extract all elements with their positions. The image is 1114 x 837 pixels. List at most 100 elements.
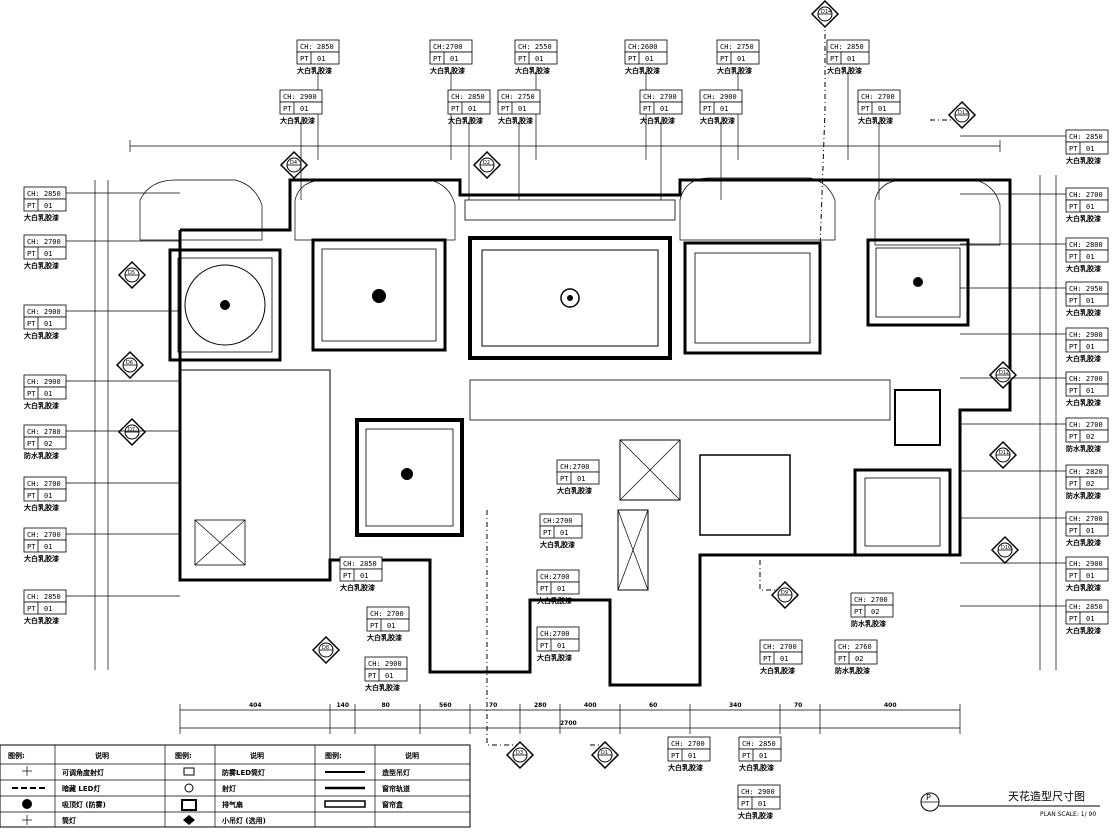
tag-label: 大白乳胶漆 — [498, 116, 533, 125]
bottom-dim: 400 — [884, 702, 897, 709]
svg-text:PT: PT — [1069, 572, 1078, 580]
section-marker: D4 — [279, 150, 309, 180]
bottom-dim: 400 — [584, 702, 597, 709]
bottom-dim: 70 — [489, 702, 497, 709]
tag-pt: 01 — [44, 543, 52, 551]
tag-pt: 02 — [855, 655, 863, 663]
svg-text:PT: PT — [27, 202, 36, 210]
tag-label: 大白乳胶漆 — [1066, 626, 1101, 635]
section-marker: D14 — [810, 0, 840, 29]
legend-item: 射灯 — [221, 784, 236, 793]
legend-header-6: 说明 — [405, 751, 419, 760]
legend-header-1: 图例: — [8, 751, 25, 760]
tag-label: 大白乳胶漆 — [625, 66, 660, 75]
tag-pt: 02 — [44, 440, 52, 448]
tag-pt: 01 — [560, 529, 568, 537]
tag-label: 大白乳胶漆 — [739, 763, 774, 772]
svg-text:PT: PT — [643, 105, 652, 113]
room-study — [683, 241, 822, 355]
tag-ch: CH: 2700 — [643, 93, 677, 101]
tag-label: 大白乳胶漆 — [717, 66, 752, 75]
legend-item: 防雾LED筒灯 — [222, 768, 265, 777]
svg-text:PT: PT — [1069, 253, 1078, 261]
tag-label: 大白乳胶漆 — [700, 116, 735, 125]
tag-ch: CH: 2900 — [741, 788, 775, 796]
room-center — [355, 418, 464, 537]
svg-text:PT: PT — [27, 320, 36, 328]
legend-item: 小吊灯 (选用) — [221, 816, 266, 825]
left-dimension-line — [94, 180, 109, 670]
tag-label: 防水乳胶漆 — [24, 451, 59, 460]
tag-pt: 01 — [737, 55, 745, 63]
svg-text:PT: PT — [283, 105, 292, 113]
tag-pt: 01 — [557, 642, 565, 650]
tag-ch: CH: 2850 — [343, 560, 377, 568]
title-block: P 天花造型尺寸图 PLAN SCALE: 1/ 90 — [920, 789, 1100, 818]
top-dimension-line — [129, 140, 1001, 152]
title-symbol: P — [926, 793, 931, 802]
tag-ch: CH: 2900 — [27, 378, 61, 386]
legend-item: 筒灯 — [62, 816, 76, 825]
tag-pt: 01 — [688, 752, 696, 760]
section-marker: D12 — [988, 360, 1018, 390]
tag-ch: CH: 2850 — [1069, 603, 1103, 611]
tag-pt: 01 — [300, 105, 308, 113]
bottom-dim: 80 — [382, 702, 390, 709]
bottom-dim: 280 — [534, 702, 547, 709]
tag-pt: 01 — [1086, 615, 1094, 623]
drawing-scale: PLAN SCALE: 1/ 90 — [1040, 811, 1096, 818]
tag-ch: CH: 2900 — [703, 93, 737, 101]
tag-ch: CH: 2750 — [720, 43, 754, 51]
tag-label: 大白乳胶漆 — [1066, 398, 1101, 407]
tag-pt: 01 — [385, 672, 393, 680]
tag-label: 大白乳胶漆 — [1066, 264, 1101, 273]
svg-text:PT: PT — [1069, 343, 1078, 351]
tag-label: 大白乳胶漆 — [515, 66, 550, 75]
tag-pt: 01 — [44, 492, 52, 500]
legend-header-4: 说明 — [250, 751, 264, 760]
svg-text:PT: PT — [560, 475, 569, 483]
tag-label: 大白乳胶漆 — [537, 653, 572, 662]
tag-ch: CH: 2950 — [1069, 285, 1103, 293]
room-bath — [853, 468, 952, 557]
legend-header-5: 图例: — [325, 751, 342, 760]
svg-text:PT: PT — [27, 543, 36, 551]
tag-ch: CH:2700 — [540, 573, 570, 581]
legend-item: 造型吊灯 — [382, 768, 410, 777]
svg-text:PT: PT — [540, 642, 549, 650]
room-elevator — [617, 439, 681, 591]
tag-ch: CH: 2550 — [518, 43, 552, 51]
tag-pt: 01 — [317, 55, 325, 63]
svg-text:PT: PT — [27, 250, 36, 258]
tag-label: 大白乳胶漆 — [367, 633, 402, 642]
tag-label: 大白乳胶漆 — [24, 331, 59, 340]
svg-text:PT: PT — [742, 752, 751, 760]
marker-label: D12 — [999, 370, 1009, 376]
section-marker: D2 — [472, 150, 502, 180]
svg-text:PT: PT — [763, 655, 772, 663]
marker-label: D3 — [516, 750, 523, 756]
svg-text:PT: PT — [1069, 527, 1078, 535]
room-salon — [468, 236, 672, 360]
tag-ch: CH: 2850 — [451, 93, 485, 101]
tag-ch: CH: 2900 — [27, 308, 61, 316]
svg-text:PT: PT — [27, 440, 36, 448]
